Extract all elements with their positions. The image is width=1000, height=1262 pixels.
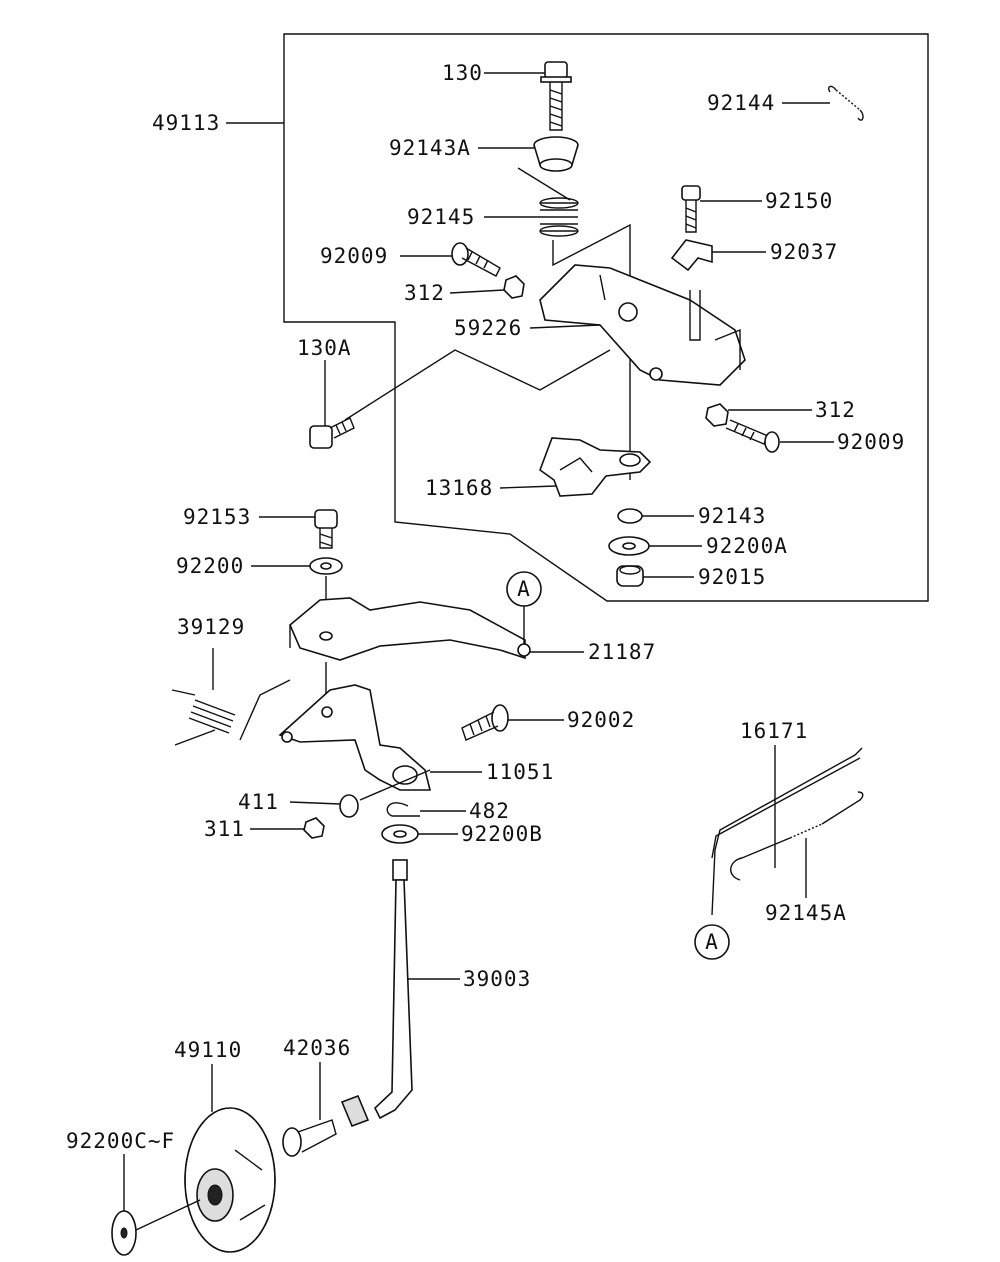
label-92037: 92037 [770,240,838,264]
gear-49110-shape [184,1107,276,1253]
label-92200A: 92200A [706,534,788,558]
washer-92200CF-shape [111,1199,201,1256]
clip-92037-shape [670,239,713,272]
label-92200B: 92200B [461,822,543,846]
label-92143A: 92143A [389,136,471,160]
washer-92200A-shape [608,536,650,556]
assembly-outline-49113 [283,33,929,602]
label-92143: 92143 [698,504,766,528]
label-92015: 92015 [698,565,766,589]
callout-a-lower: A [705,930,719,954]
label-92002: 92002 [567,708,635,732]
bolt-92150-shape [681,185,701,233]
label-482: 482 [469,799,510,823]
collar-92143A-shape [533,136,579,172]
spring-92145A-shape [730,791,864,881]
bracket-59226-shape [539,264,746,386]
label-39129: 39129 [177,615,245,639]
lever-11051-shape [278,684,432,791]
label-92145A: 92145A [765,901,847,925]
screw-92009-lower-shape [725,419,780,453]
nut-92015-shape [616,565,644,587]
label-311: 311 [204,817,245,841]
spring-92144-shape [827,85,864,121]
label-49113: 49113 [152,111,220,135]
rod-16171-shape [711,747,863,916]
label-92144: 92144 [707,91,775,115]
washer-92200-shape [309,557,343,575]
bolt-92153-shape [314,509,338,549]
label-92153: 92153 [183,505,251,529]
spring-39129-shape [171,679,291,746]
label-92145: 92145 [407,205,475,229]
label-92200CF: 92200C~F [66,1129,175,1153]
clip-482-shape [386,802,420,817]
label-39003: 39003 [463,967,531,991]
label-21187: 21187 [588,640,656,664]
guide-line-92143A [517,167,571,201]
callout-a-upper: A [517,577,531,601]
bracket-13168-shape [539,437,652,497]
label-92009-upper: 92009 [320,244,388,268]
shaft-39003-shape [340,859,413,1128]
nut-312-upper-shape [503,275,525,299]
label-13168: 13168 [425,476,493,500]
label-42036: 42036 [283,1036,351,1060]
bolt-130A-shape [309,417,355,449]
label-411: 411 [238,790,279,814]
nut-312-lower-shape [705,403,729,427]
label-92009-lower: 92009 [837,430,905,454]
label-130A: 130A [297,336,352,360]
label-59226: 59226 [454,316,522,340]
spring-92145-shape [539,197,579,237]
label-16171: 16171 [740,719,808,743]
washer-92200B-shape [381,824,419,844]
pin-42036-shape [282,1119,337,1157]
guide-line-11051 [359,769,431,801]
label-312-lower: 312 [815,398,856,422]
label-92150: 92150 [765,189,833,213]
lever-21187-shape [289,597,531,661]
label-92200: 92200 [176,554,244,578]
washer-411-shape [339,794,359,818]
leader-lines [123,72,834,1211]
label-11051: 11051 [486,760,554,784]
washer-92143-shape [617,508,643,524]
nut-311-shape [303,817,325,839]
label-130: 130 [442,61,483,85]
screw-92009-upper-shape [451,242,501,277]
label-49110: 49110 [174,1038,242,1062]
callout-circle-a-upper [506,571,542,607]
label-312-upper: 312 [404,281,445,305]
guide-line-130A [344,349,611,421]
screw-92002-shape [461,704,509,741]
callout-circle-a-lower [694,924,730,960]
bolt-130-shape [540,61,572,131]
